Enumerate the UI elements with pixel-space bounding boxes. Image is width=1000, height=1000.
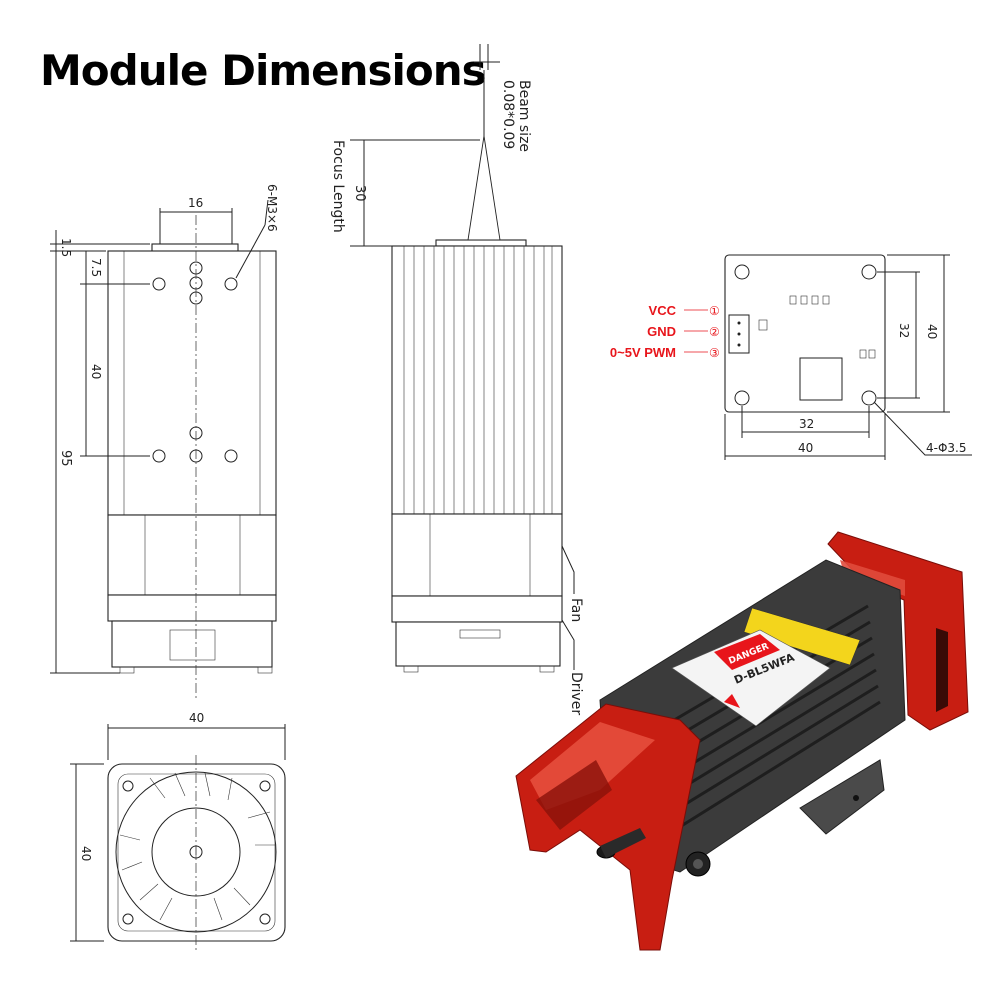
mounting-bracket bbox=[799, 759, 885, 835]
dim-top-offset: 1.5 bbox=[59, 238, 73, 257]
front-driver-section bbox=[107, 594, 277, 622]
side-lens-plate bbox=[435, 239, 527, 247]
warning-label bbox=[743, 607, 861, 666]
fan-frame bbox=[107, 763, 286, 942]
side-view: Beam size 0.08*0.09 30 Focus Length Fan … bbox=[330, 44, 584, 715]
pin-label-gnd: GND bbox=[647, 324, 676, 339]
dim-hole-spacing: 16 bbox=[188, 196, 203, 210]
dim-fan-height: 40 bbox=[79, 846, 93, 861]
pin-number-2: ② bbox=[709, 325, 720, 339]
pin-number-3: ③ bbox=[709, 346, 720, 360]
board-hole bbox=[734, 390, 750, 406]
page-title: Module Dimensions bbox=[40, 46, 487, 95]
dim-board-height: 40 bbox=[925, 324, 939, 339]
front-driver-board bbox=[111, 620, 273, 668]
pin-number-1: ① bbox=[709, 304, 720, 318]
mount-hole bbox=[224, 277, 238, 291]
side-heatsink bbox=[391, 245, 563, 515]
dim-board-hole-span-v: 32 bbox=[897, 323, 911, 338]
mount-hole bbox=[152, 277, 166, 291]
board-outline bbox=[724, 254, 886, 413]
laser-module-render: DANGER D-BL5WFA bbox=[515, 531, 969, 951]
dim-board-holes: 4-Φ3.5 bbox=[926, 441, 967, 455]
bottom-fan-view: 40 40 bbox=[70, 711, 286, 950]
dim-width: 40 bbox=[189, 711, 204, 725]
side-driver-board bbox=[395, 621, 561, 667]
dim-board-width: 40 bbox=[798, 441, 813, 455]
dim-hole-offset: 7.5 bbox=[89, 258, 103, 277]
mount-hole bbox=[152, 449, 166, 463]
front-fan-section bbox=[107, 514, 277, 596]
front-heatsink-body bbox=[107, 250, 277, 516]
mount-hole bbox=[224, 449, 238, 463]
side-fan-section bbox=[391, 513, 563, 597]
dim-hole-pitch: 40 bbox=[89, 364, 103, 379]
front-view: 1.5 16 6-M3×6 7.5 40 95 bbox=[50, 184, 279, 700]
pin-label-pwm: 0~5V PWM bbox=[610, 345, 676, 360]
driver-callout: Driver bbox=[568, 672, 584, 715]
board-hole bbox=[861, 390, 877, 406]
pin-header bbox=[728, 314, 750, 354]
dim-screws: 6-M3×6 bbox=[265, 184, 279, 232]
side-driver-section bbox=[391, 595, 563, 623]
beam-size-label: Beam size bbox=[516, 80, 532, 152]
board-hole bbox=[861, 264, 877, 280]
dim-focus-value: 30 bbox=[352, 185, 367, 202]
dim-board-hole-span-h: 32 bbox=[799, 417, 814, 431]
beam-cone bbox=[467, 135, 501, 241]
focus-length-label: Focus Length bbox=[330, 140, 346, 233]
board-hole bbox=[734, 264, 750, 280]
driver-chip bbox=[799, 357, 843, 401]
beam-size-value: 0.08*0.09 bbox=[500, 80, 516, 149]
dim-length: 95 bbox=[58, 450, 73, 467]
danger-label bbox=[671, 629, 831, 727]
fan-callout: Fan bbox=[568, 598, 584, 622]
driver-board-view: VCC GND 0~5V PWM ① ② ③ 32 40 32 40 4-Φ3.… bbox=[610, 254, 972, 460]
pin-label-vcc: VCC bbox=[649, 303, 677, 318]
